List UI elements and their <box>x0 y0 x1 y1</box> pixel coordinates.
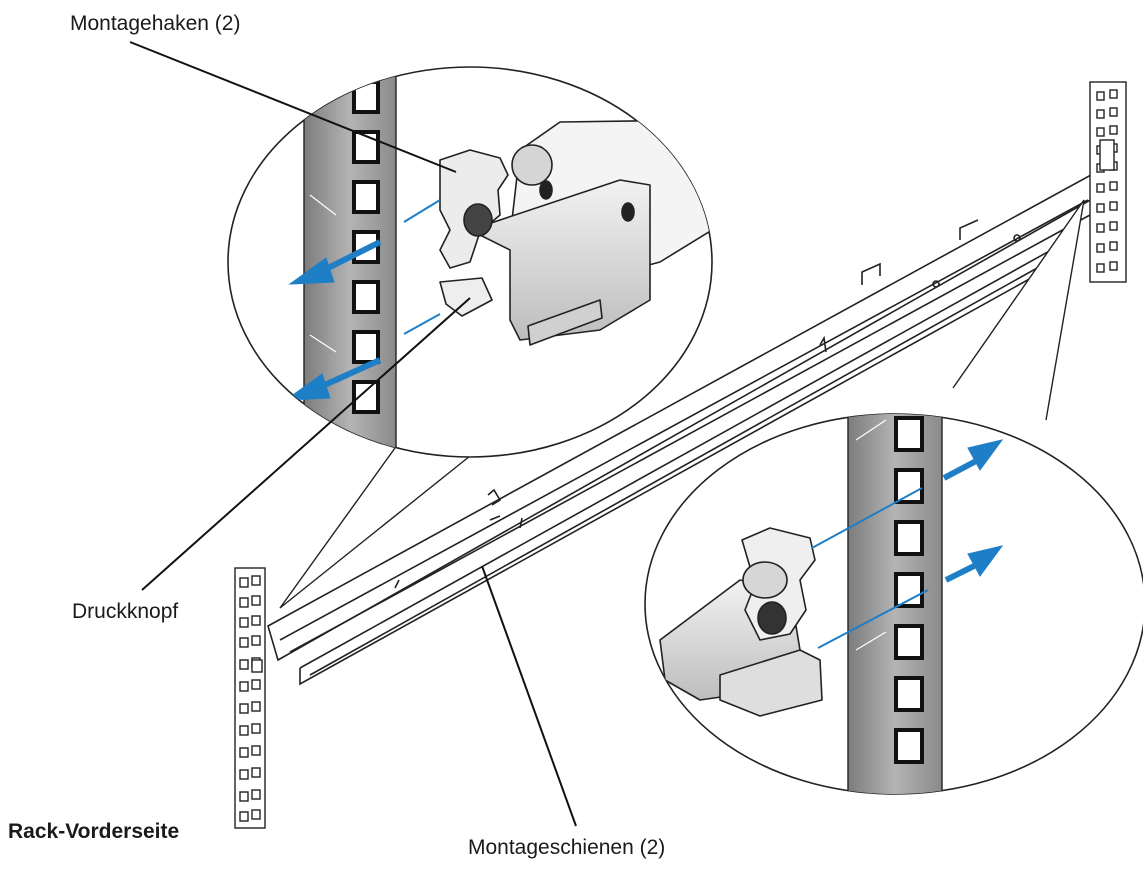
label-mounting-hooks: Montagehaken (2) <box>70 12 241 35</box>
mounting-rail <box>267 168 1110 686</box>
rack-post-front <box>234 567 266 829</box>
detail-callout-rear <box>644 199 1143 795</box>
pull-arrows <box>284 199 441 401</box>
leader-mounting-hooks <box>129 41 457 173</box>
label-rack-front: Rack-Vorderseite <box>8 820 180 843</box>
rack-post-rear <box>1089 81 1127 283</box>
label-mounting-rails: Montageschienen (2) <box>468 836 666 859</box>
leader-lines <box>129 41 577 827</box>
detail-callout-front <box>227 66 713 609</box>
label-push-button: Druckknopf <box>72 600 179 623</box>
leader-push-button <box>141 297 471 591</box>
leader-mounting-rails <box>481 565 577 827</box>
push-arrows <box>811 439 1004 649</box>
